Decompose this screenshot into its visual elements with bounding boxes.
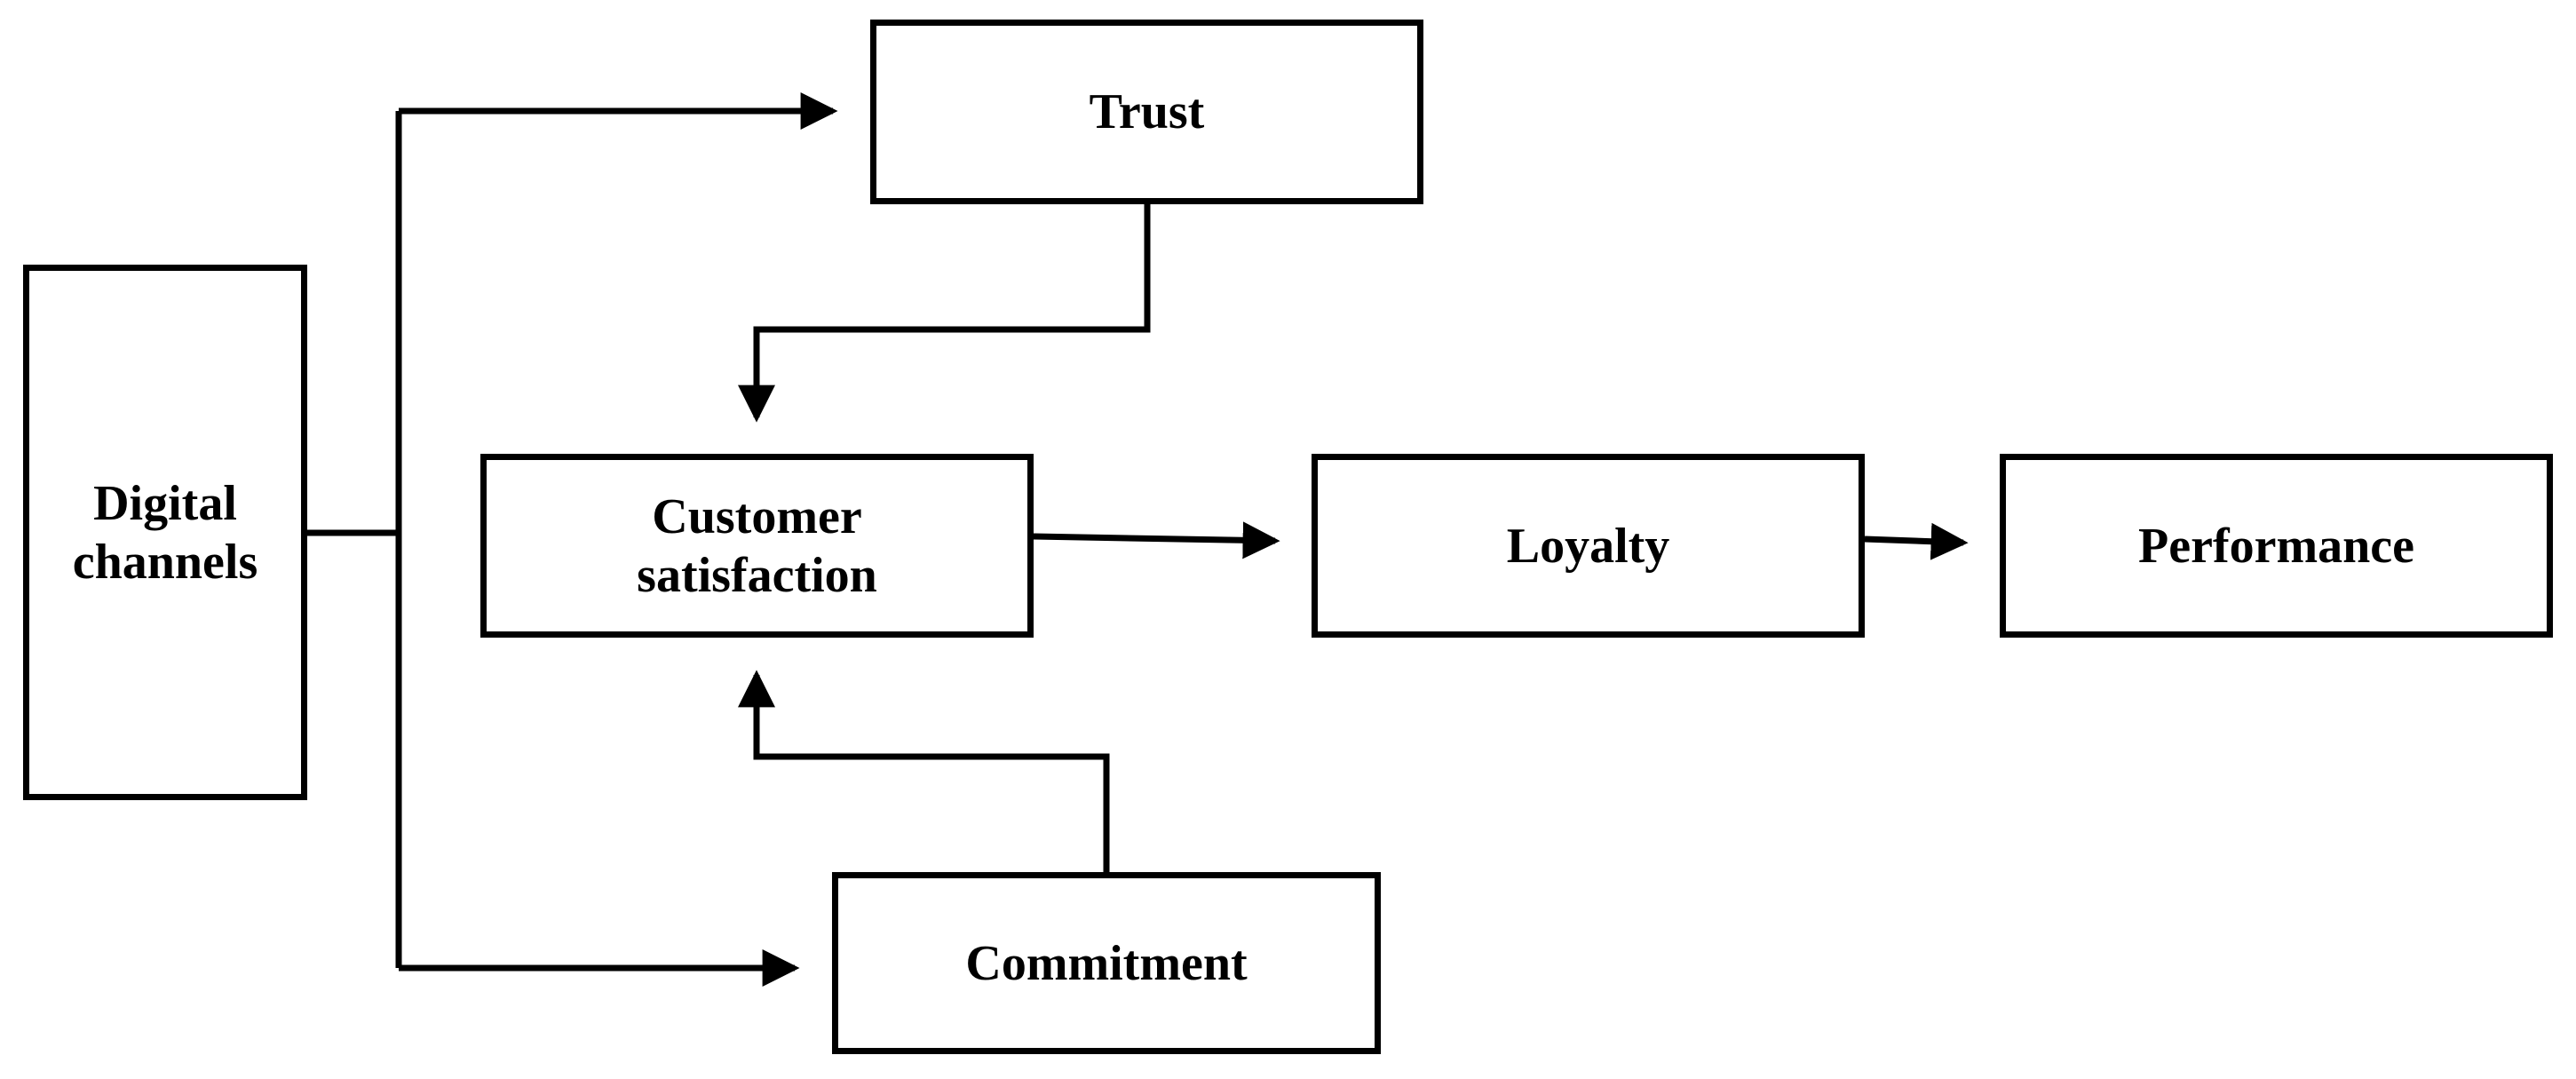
node-performance-label: Performance	[2138, 518, 2414, 574]
node-trust-label: Trust	[1089, 84, 1205, 139]
node-loyalty: Loyalty	[1312, 454, 1865, 638]
node-commitment: Commitment	[832, 872, 1381, 1054]
edge-commitment-to-satisfaction	[738, 670, 1110, 872]
node-trust: Trust	[870, 20, 1423, 204]
node-customer-satisfaction: Customer satisfaction	[480, 454, 1034, 638]
edge-satisfaction-to-loyalty	[1033, 521, 1280, 559]
node-digital-channels-label: Digital channels	[72, 475, 258, 590]
node-commitment-label: Commitment	[965, 935, 1248, 991]
node-customer-satisfaction-label: Customer satisfaction	[637, 488, 877, 603]
node-performance: Performance	[2000, 454, 2553, 638]
edge-loyalty-to-performance	[1864, 522, 1969, 560]
node-digital-channels: Digital channels	[23, 265, 307, 800]
node-loyalty-label: Loyalty	[1506, 518, 1670, 574]
edge-trust-to-satisfaction	[738, 204, 1151, 423]
